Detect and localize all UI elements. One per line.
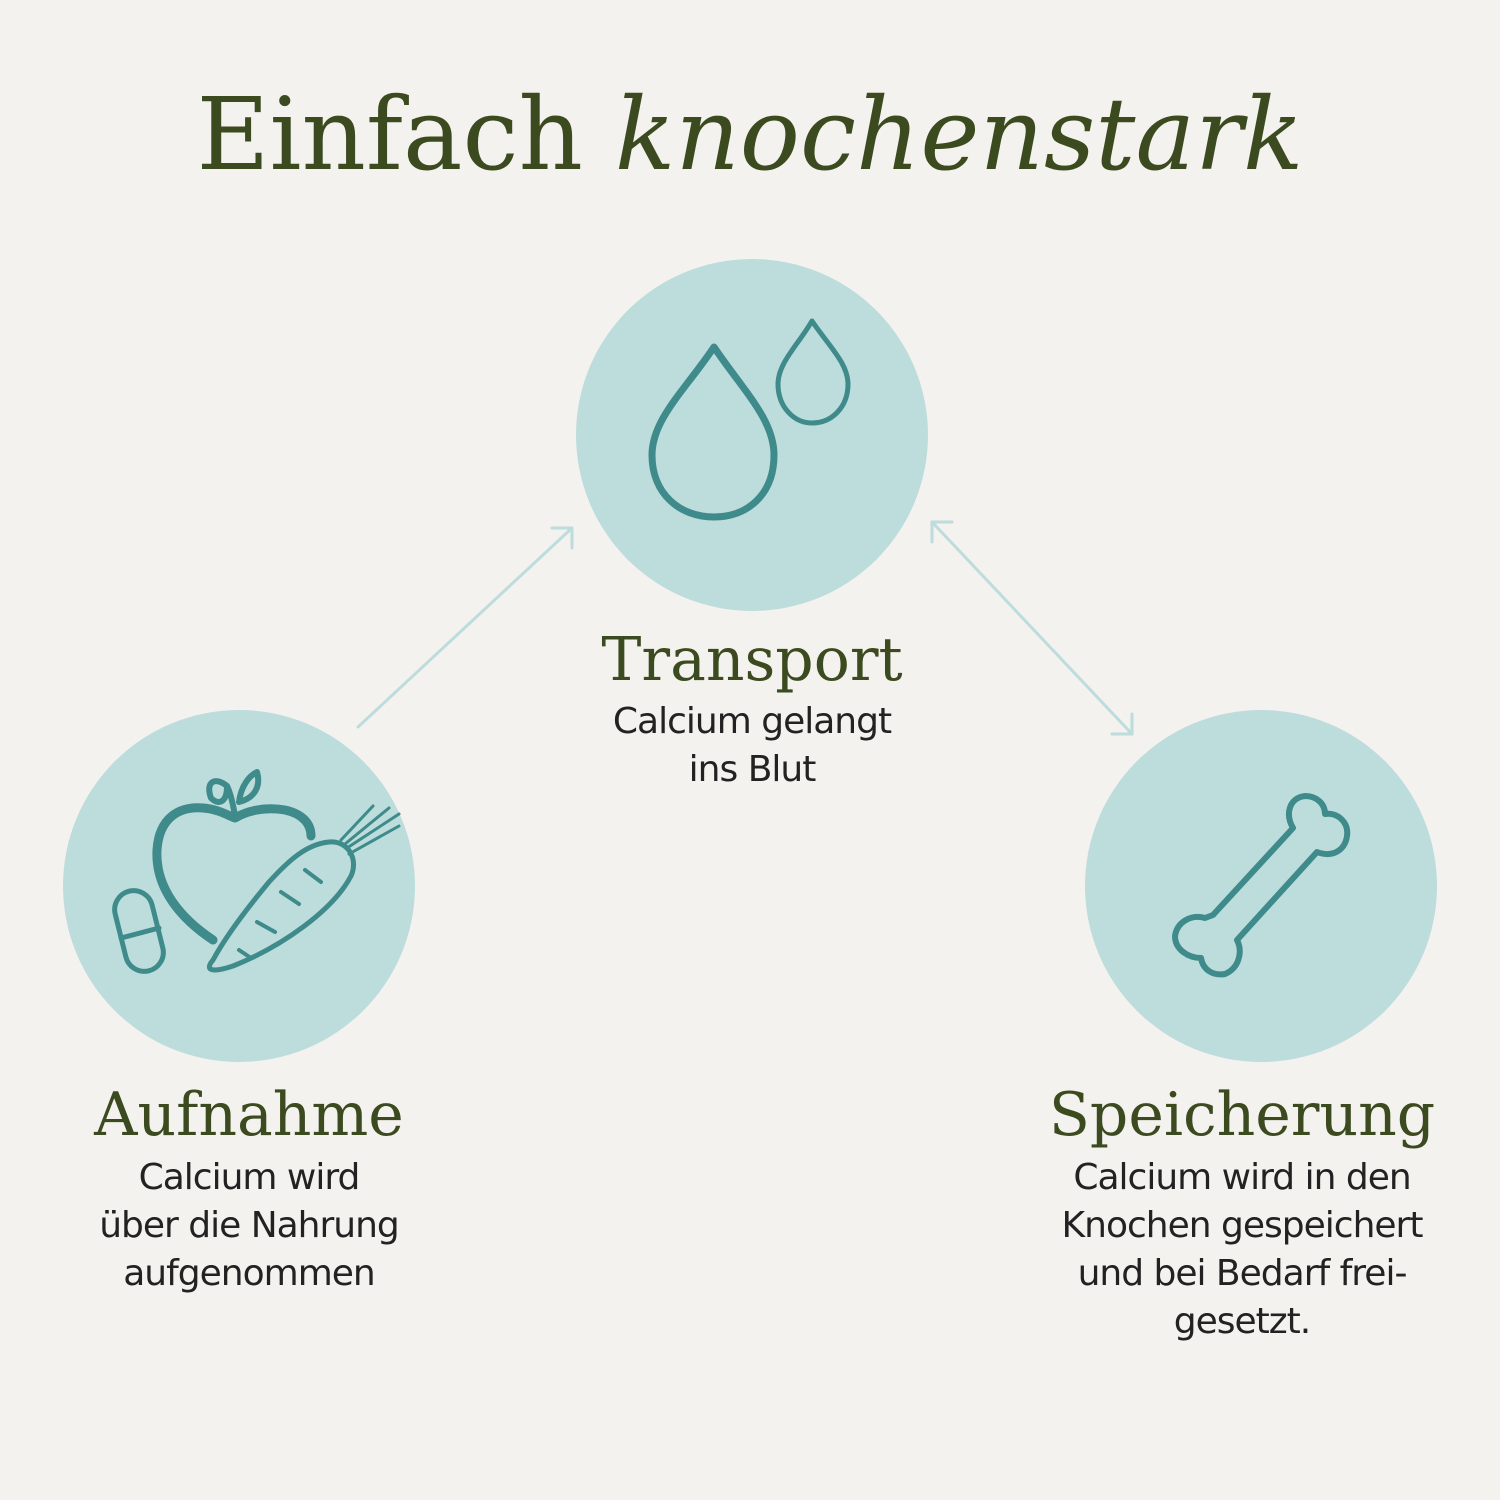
intake-line-2: über die Nahrung <box>99 1205 400 1246</box>
transport-circle <box>576 259 928 611</box>
transport-description: Calcium gelangt ins Blut <box>552 698 952 794</box>
transport-heading: Transport <box>601 625 903 695</box>
arrow-head-storage <box>1110 712 1134 736</box>
storage-line-2: Knochen gespeichert <box>1061 1205 1424 1246</box>
title-italic: knochenstark <box>614 76 1304 193</box>
intake-description: Calcium wird über die Nahrung aufgenomme… <box>49 1154 449 1298</box>
arrow-transport-storage <box>930 520 1134 736</box>
storage-description: Calcium wird in den Knochen gespeichert … <box>1032 1154 1452 1346</box>
page-title: Einfach knochenstark <box>0 70 1500 200</box>
arrow-head-transport-left <box>550 526 574 550</box>
intake-line-1: Calcium wird <box>138 1157 361 1198</box>
intake-heading: Aufnahme <box>94 1080 404 1150</box>
storage-line-3: und bei Bedarf frei- <box>1077 1253 1408 1294</box>
transport-line-2: ins Blut <box>688 749 817 790</box>
transport-line-1: Calcium gelangt <box>612 701 892 742</box>
arrow-intake-to-transport <box>356 526 574 729</box>
title-plain: Einfach <box>196 76 583 193</box>
bone-icon <box>1172 793 1351 978</box>
storage-line-4: gesetzt. <box>1173 1301 1311 1342</box>
arrow-head-transport-right <box>930 520 954 544</box>
storage-line-1: Calcium wird in den <box>1073 1157 1411 1198</box>
apple-carrot-pill-icon <box>112 769 401 974</box>
storage-heading: Speicherung <box>1048 1080 1436 1150</box>
intake-line-3: aufgenommen <box>123 1253 376 1294</box>
storage-circle <box>1085 710 1437 1062</box>
intake-circle <box>63 710 415 1062</box>
water-drops-icon <box>648 318 851 521</box>
